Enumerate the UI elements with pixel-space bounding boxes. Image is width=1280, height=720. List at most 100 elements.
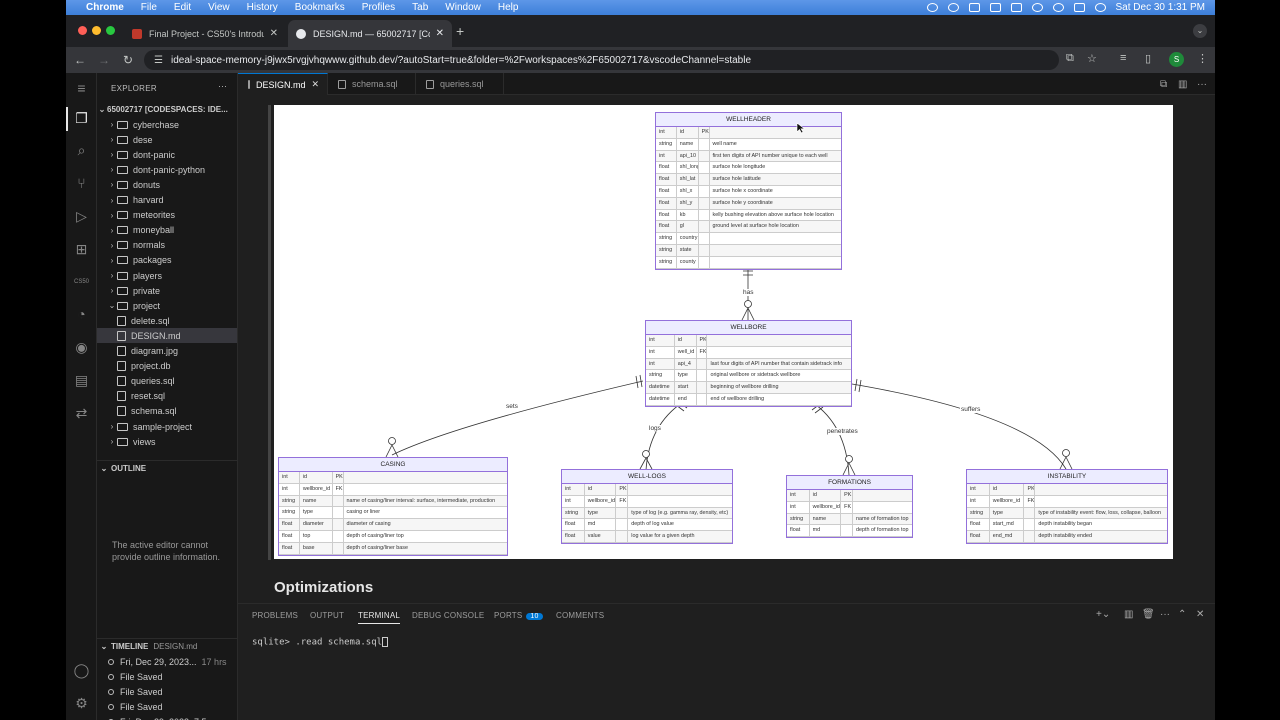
new-terminal-icon[interactable]: +⌄	[1096, 609, 1111, 620]
folder-item-players[interactable]: ›players	[97, 268, 237, 283]
chrome-menu-icon[interactable]: ⋮	[1197, 53, 1208, 65]
panel-tab-comments[interactable]: COMMENTS	[556, 611, 605, 620]
reading-list-icon[interactable]: ≡	[1120, 52, 1127, 64]
siri-icon[interactable]	[1094, 3, 1106, 12]
zoom-window-button[interactable]	[106, 26, 115, 35]
clock[interactable]: Sat Dec 30 1:31 PM	[1115, 2, 1206, 13]
file-item-schema-sql[interactable]: schema.sql	[97, 404, 237, 419]
split-terminal-icon[interactable]: ▥	[1124, 609, 1134, 620]
folder-item-meteorites[interactable]: ›meteorites	[97, 208, 237, 223]
folder-item-project[interactable]: ⌄project	[97, 298, 237, 313]
more-actions-icon[interactable]: ···	[1197, 79, 1207, 90]
folder-item-cyberchase[interactable]: ›cyberchase	[97, 117, 237, 132]
terminal-output[interactable]: sqlite> .read schema.sql	[252, 637, 389, 648]
control-center-icon[interactable]	[1073, 3, 1085, 12]
menu-file[interactable]: File	[140, 2, 157, 13]
file-item-diagram-jpg[interactable]: diagram.jpg	[97, 344, 237, 359]
workspace-root[interactable]: ⌄ 65002717 [CODESPACES: IDE...	[98, 105, 228, 114]
browser-tab-design-md[interactable]: DESIGN.md — 65002717 [Co ✕	[288, 20, 452, 47]
install-app-icon[interactable]: ⧉	[1066, 52, 1074, 64]
folder-item-dont-panic[interactable]: ›dont-panic	[97, 147, 237, 162]
close-tab-icon[interactable]: ✕	[269, 28, 278, 39]
folder-item-harvard[interactable]: ›harvard	[97, 193, 237, 208]
record-icon[interactable]	[926, 3, 938, 12]
search-icon[interactable]: ⌕	[77, 142, 86, 158]
file-item-reset-sql[interactable]: reset.sql	[97, 389, 237, 404]
file-item-delete-sql[interactable]: delete.sql	[97, 313, 237, 328]
file-item-queries-sql[interactable]: queries.sql	[97, 374, 237, 389]
more-actions-icon[interactable]: ···	[218, 81, 227, 91]
spotlight-search-icon[interactable]	[1052, 3, 1064, 12]
menu-history[interactable]: History	[246, 2, 278, 13]
timeline-item[interactable]: File Saved	[97, 699, 237, 714]
cs50-icon[interactable]: CS50	[73, 279, 89, 285]
timeline-item[interactable]: Fri, Dec 29, 2023...17 hrs	[97, 654, 237, 669]
play-icon[interactable]	[947, 3, 959, 12]
menu-profiles[interactable]: Profiles	[361, 2, 396, 13]
open-changes-icon[interactable]: ⧉	[1160, 79, 1168, 90]
file-item-project-db[interactable]: project.db	[97, 359, 237, 374]
editor-tab-schema-sql[interactable]: schema.sql	[328, 73, 416, 95]
run-debug-icon[interactable]: ▷	[76, 208, 87, 224]
outline-section-header[interactable]: ⌄ OUTLINE	[97, 460, 237, 475]
browser-tab-final-project[interactable]: Final Project - CS50's Introdu ✕	[124, 20, 286, 47]
account-icon[interactable]: ◯	[73, 662, 90, 678]
explorer-icon[interactable]: ❐	[75, 110, 88, 126]
folder-item-views[interactable]: ›views	[97, 434, 237, 449]
profile-avatar[interactable]: S	[1169, 52, 1184, 67]
menu-icon[interactable]: ≡	[77, 80, 86, 96]
back-icon[interactable]: ←	[74, 53, 86, 67]
folder-item-dont-panic-python[interactable]: ›dont-panic-python	[97, 162, 237, 177]
menu-view[interactable]: View	[208, 2, 230, 13]
more-actions-icon[interactable]: ···	[1160, 609, 1170, 620]
menu-help[interactable]: Help	[497, 2, 519, 13]
panel-tab-terminal[interactable]: TERMINAL	[358, 611, 401, 624]
timeline-item[interactable]: File Saved	[97, 669, 237, 684]
folder-item-dese[interactable]: ›dese	[97, 132, 237, 147]
close-tab-icon[interactable]: ✕	[435, 28, 444, 39]
panel-tab-debug-console[interactable]: DEBUG CONSOLE	[412, 611, 485, 620]
maximize-panel-icon[interactable]: ⌃	[1178, 609, 1187, 620]
menu-tab[interactable]: Tab	[412, 2, 429, 13]
docker-icon[interactable]: ▤	[74, 372, 89, 388]
timeline-section-header[interactable]: ⌄ TIMELINE DESIGN.md	[97, 638, 237, 653]
site-info-icon[interactable]: ☰	[154, 54, 163, 66]
source-control-icon[interactable]: ⑂	[77, 175, 86, 191]
folder-item-packages[interactable]: ›packages	[97, 253, 237, 268]
menu-edit[interactable]: Edit	[173, 2, 192, 13]
minimize-window-button[interactable]	[92, 26, 101, 35]
timeline-item[interactable]: Fri, Dec 29, 2023, 7:5...	[97, 714, 237, 720]
trash-icon[interactable]: 🗑	[1142, 609, 1155, 620]
bluetooth-icon[interactable]	[989, 3, 1001, 12]
side-panel-icon[interactable]: ▯	[1145, 53, 1152, 65]
close-window-button[interactable]	[78, 26, 87, 35]
remote-icon[interactable]: ⇄	[75, 405, 88, 421]
settings-gear-icon[interactable]: ⚙	[75, 695, 88, 711]
duck-icon[interactable]: ◔	[77, 306, 86, 322]
close-panel-icon[interactable]: ✕	[1196, 609, 1205, 620]
text-input-icon[interactable]	[968, 3, 980, 12]
new-tab-button[interactable]: +	[456, 23, 465, 39]
close-icon[interactable]: ✕	[311, 79, 320, 89]
address-bar[interactable]: ☰ ideal-space-memory-j9jwx5rvgjvhqwww.gi…	[144, 50, 1059, 70]
folder-item-private[interactable]: ›private	[97, 283, 237, 298]
folder-item-donuts[interactable]: ›donuts	[97, 177, 237, 192]
panel-tab-output[interactable]: OUTPUT	[310, 611, 345, 620]
panel-tab-problems[interactable]: PROBLEMS	[252, 611, 299, 620]
menu-window[interactable]: Window	[445, 2, 481, 13]
editor-tab-queries-sql[interactable]: queries.sql	[416, 73, 504, 95]
forward-icon[interactable]: →	[98, 53, 110, 67]
github-icon[interactable]: ◉	[75, 339, 88, 355]
wifi-icon[interactable]	[1031, 3, 1043, 12]
editor-tab-design-md[interactable]: DESIGN.md ✕	[238, 73, 328, 95]
bookmark-star-icon[interactable]: ☆	[1087, 53, 1097, 65]
timeline-item[interactable]: File Saved	[97, 684, 237, 699]
file-item-design-md[interactable]: DESIGN.md	[97, 328, 237, 344]
folder-item-sample-project[interactable]: ›sample-project	[97, 419, 237, 434]
folder-item-moneyball[interactable]: ›moneyball	[97, 223, 237, 238]
folder-item-normals[interactable]: ›normals	[97, 238, 237, 253]
menu-chrome[interactable]: Chrome	[86, 2, 124, 13]
split-editor-icon[interactable]: ▥	[1178, 79, 1188, 90]
reload-icon[interactable]: ↻	[122, 53, 134, 67]
